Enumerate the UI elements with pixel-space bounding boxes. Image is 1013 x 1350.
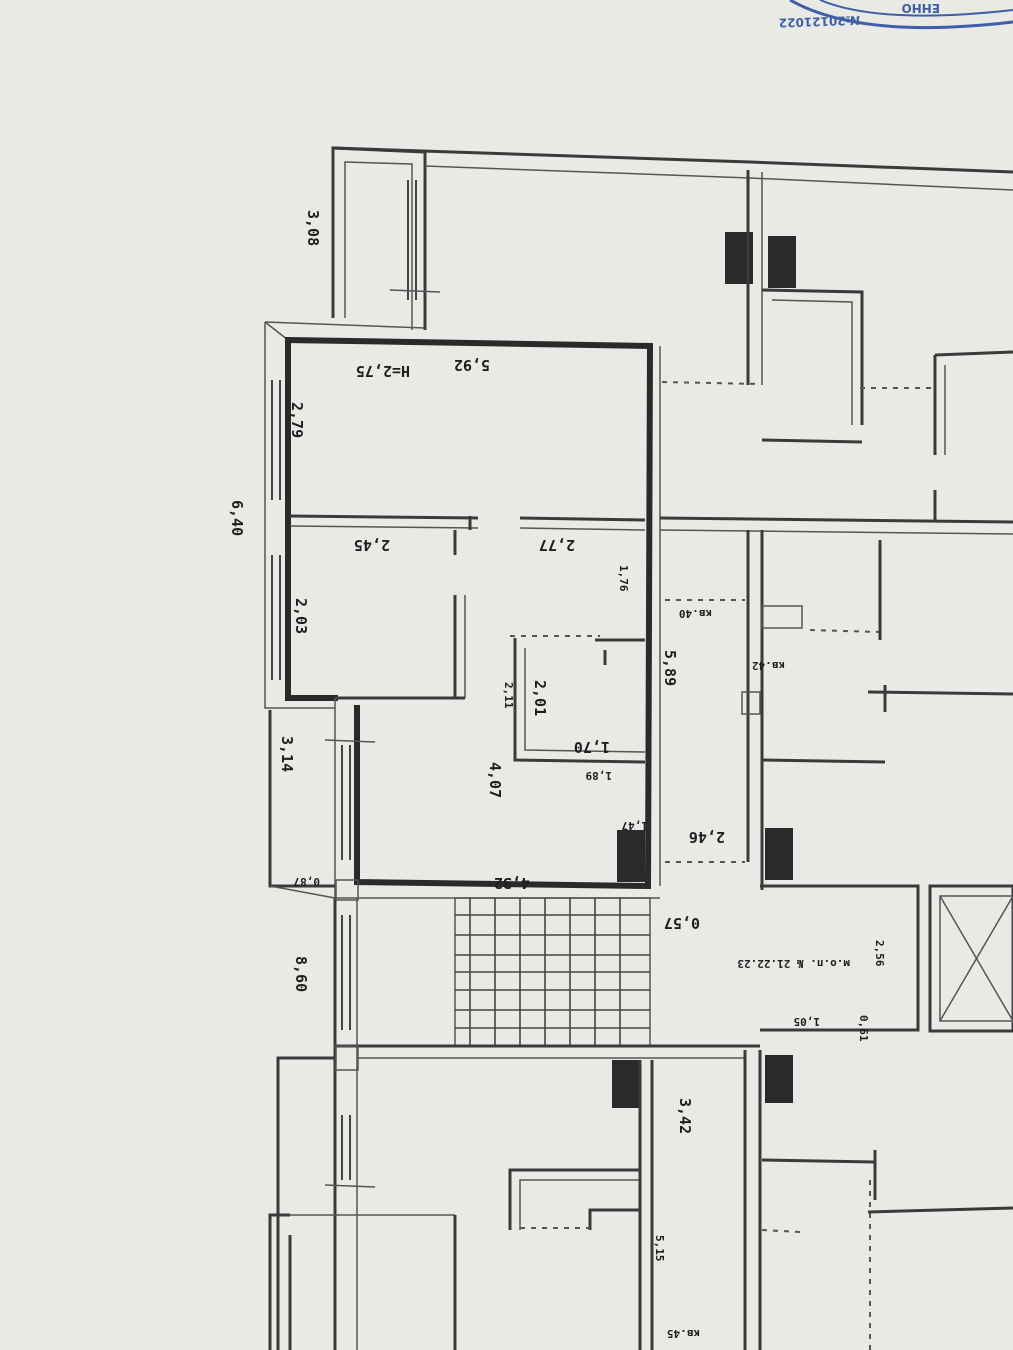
label-314: 3,14 (278, 736, 296, 772)
label-342: 3,42 (676, 1098, 694, 1134)
dimension-labels: H=2,75 5,92 3,08 2,79 6,40 2,45 2,77 2,0… (228, 210, 886, 1340)
stairwell (454, 897, 651, 1047)
stamp-number: №20121022 (779, 13, 861, 30)
label-407: 4,07 (486, 762, 504, 798)
label-height: H=2,75 (356, 362, 410, 380)
label-door-40: кв.40 (679, 607, 712, 620)
label-087: 0,87 (294, 875, 321, 888)
official-stamp: ЕННО №20121022 (779, 0, 1013, 30)
label-308: 3,08 (304, 210, 322, 246)
label-203: 2,03 (292, 598, 310, 634)
label-589: 5,89 (661, 650, 679, 686)
elevator-shaft (760, 884, 1013, 1033)
label-147: 1,47 (622, 819, 649, 832)
label-105: 1,05 (794, 1015, 821, 1028)
label-246: 2,46 (689, 828, 725, 846)
label-door-45: кв.45 (667, 1327, 700, 1340)
label-245: 2,45 (354, 536, 390, 554)
label-432: 4,32 (494, 874, 530, 892)
label-189: 1,89 (586, 769, 613, 782)
label-201: 2,01 (531, 680, 549, 716)
upper-balcony (331, 146, 441, 330)
right-apartments (659, 170, 1013, 890)
apartment-main (264, 232, 796, 1108)
label-061: 0,61 (857, 1015, 870, 1042)
label-640: 6,40 (228, 500, 246, 536)
lower-balcony (268, 710, 336, 899)
label-515: 5,15 (653, 1235, 666, 1262)
label-277: 2,77 (539, 536, 575, 554)
label-170: 1,70 (574, 738, 610, 756)
label-057: 0,57 (664, 914, 700, 932)
stamp-text: ЕННО (902, 1, 940, 15)
label-176: 1,76 (617, 565, 630, 592)
label-860: 8,60 (292, 956, 310, 992)
lower-apartments (268, 879, 1013, 1350)
label-279: 2,79 (288, 402, 306, 438)
label-256: 2,56 (873, 940, 886, 967)
label-door-42: кв.42 (752, 659, 785, 672)
label-592: 5,92 (454, 356, 490, 374)
label-mop: м.о.п. № 21.22.23 (737, 957, 850, 970)
label-211: 2,11 (502, 682, 515, 709)
